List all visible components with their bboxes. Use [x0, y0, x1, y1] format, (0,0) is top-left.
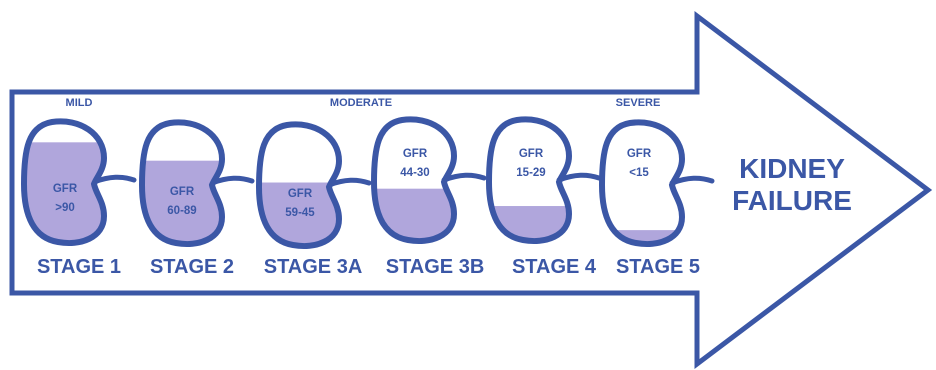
kidney-stage-1 — [10, 121, 137, 244]
stage-label-5: STAGE 5 — [615, 256, 701, 278]
severity-label-mild: MILD — [65, 97, 93, 109]
severity-label-severe: SEVERE — [615, 97, 661, 109]
kidney-fill-level — [24, 142, 104, 243]
gfr-label-stage-1: GFR>90 — [52, 183, 78, 214]
kidney-stage-3a — [245, 124, 372, 247]
kidney-stage-3b — [360, 119, 487, 242]
severity-label-moderate: MODERATE — [329, 97, 393, 109]
stage-label-3b: STAGE 3B — [385, 256, 485, 278]
stage-label-3a: STAGE 3A — [263, 256, 363, 278]
stage-label-4: STAGE 4 — [511, 256, 597, 278]
progression-arrow — [9, 10, 933, 370]
kidney-stage-2 — [128, 122, 255, 245]
gfr-label-stage-5: GFR<15 — [626, 148, 652, 179]
kidney-stage-5 — [588, 122, 715, 245]
stage-label-2: STAGE 2 — [149, 256, 235, 278]
stage-label-1: STAGE 1 — [36, 256, 122, 278]
